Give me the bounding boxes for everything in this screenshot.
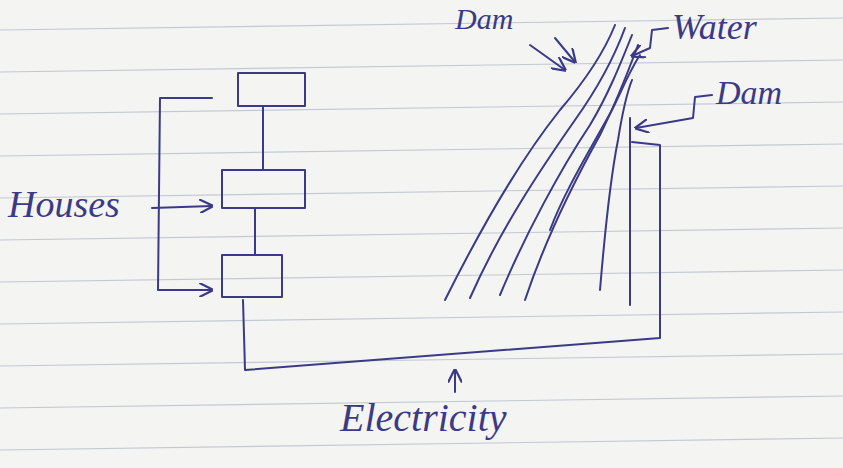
bracket xyxy=(158,98,212,290)
water-line xyxy=(500,35,632,295)
house-box xyxy=(222,170,305,208)
water-line xyxy=(600,80,632,290)
electricity-wire xyxy=(243,142,660,370)
ruled-lines xyxy=(0,18,843,450)
leader-arrow xyxy=(152,206,212,208)
handwritten-label: Electricity xyxy=(340,396,507,440)
handwritten-label: Houses xyxy=(8,184,120,226)
leader-arrow xyxy=(454,370,456,392)
handwritten-label: Dam xyxy=(455,2,513,35)
handwritten-label: Water xyxy=(672,8,757,48)
leader-arrow xyxy=(530,45,565,70)
handwritten-label: Dam xyxy=(716,74,782,111)
leader-arrow xyxy=(636,95,712,128)
water-line xyxy=(525,45,638,300)
house-box xyxy=(222,255,282,297)
house-box xyxy=(238,73,305,106)
dam-wall xyxy=(629,118,631,305)
water-line xyxy=(445,25,615,300)
leader-arrow xyxy=(632,28,668,56)
water-line xyxy=(550,55,640,230)
link-line xyxy=(254,208,256,255)
link-line xyxy=(262,106,264,170)
leader-arrow xyxy=(555,38,575,62)
water-line xyxy=(470,28,625,298)
